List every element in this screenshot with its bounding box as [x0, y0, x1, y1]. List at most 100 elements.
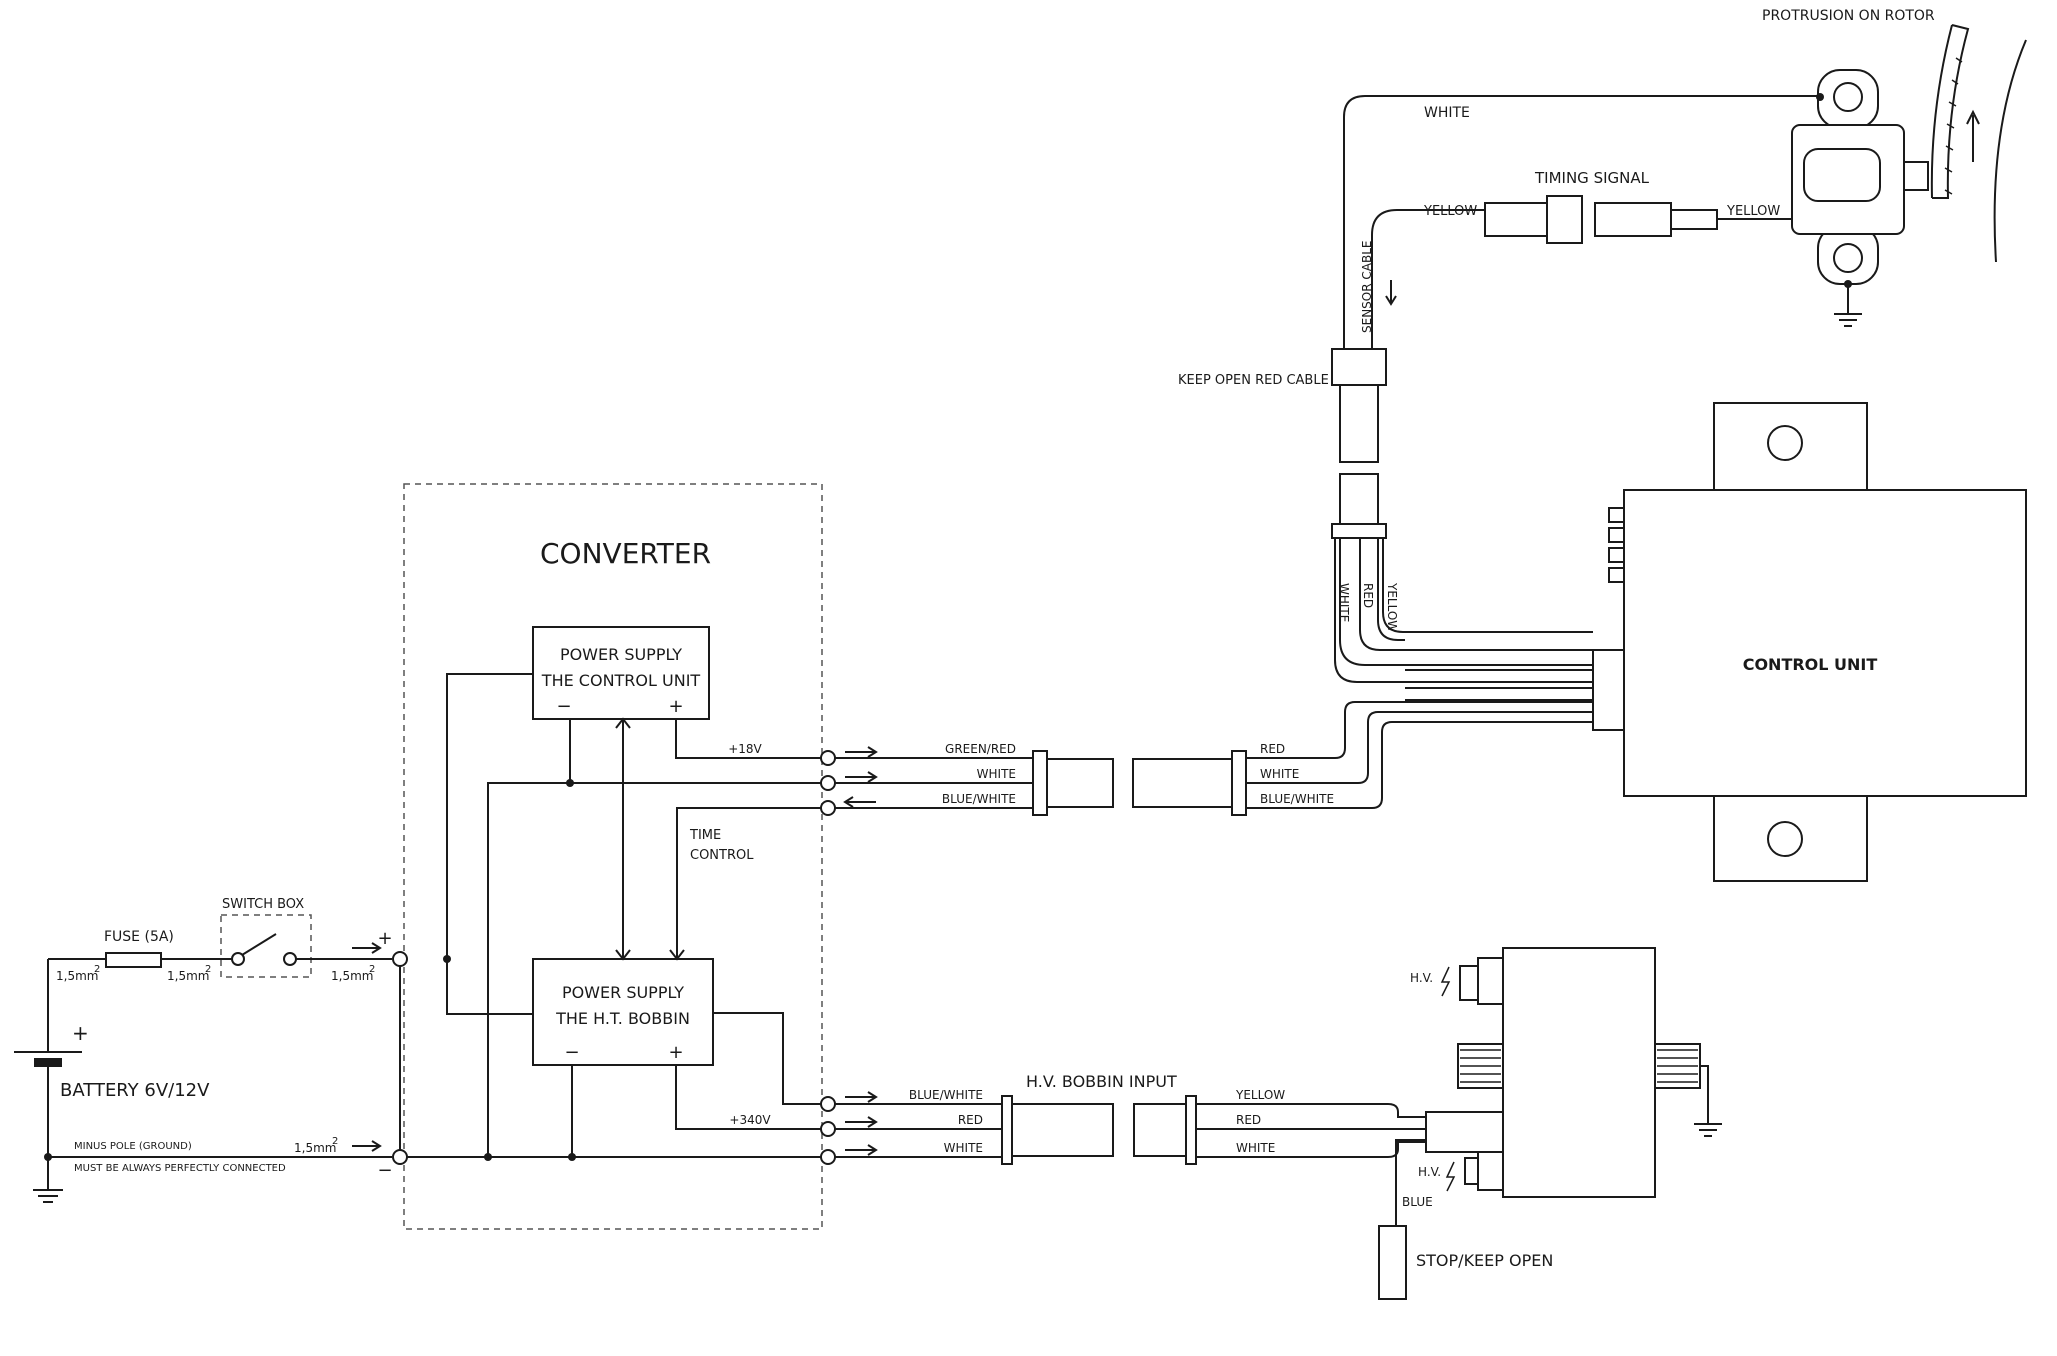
terminal-bobbin-blue-white[interactable]	[820, 1096, 836, 1112]
input-plus-arrow	[352, 942, 382, 954]
psu-link-arrows	[615, 717, 631, 961]
cu-cable-sheath	[1405, 649, 1593, 701]
bundle-label-white: WHITE	[1337, 583, 1351, 622]
coil-ground-symbol	[1694, 1123, 1722, 1137]
rotor-outer-arc	[1993, 39, 2027, 263]
terminal-blue-white[interactable]	[820, 800, 836, 816]
hv-output-bottom-base	[1477, 1151, 1504, 1191]
timing-signal-label: TIMING SIGNAL	[1534, 169, 1650, 187]
sensor-white-label: WHITE	[1424, 105, 1470, 121]
bobbin-connector-female-flange	[1185, 1095, 1197, 1165]
battery-label: BATTERY 6V/12V	[60, 1080, 210, 1101]
terminal-bobbin-red[interactable]	[820, 1121, 836, 1137]
mount-hole-bottom	[1767, 821, 1803, 857]
cu-cable-grommet	[1592, 649, 1625, 731]
connector-male-flange	[1032, 750, 1048, 816]
bobbin-label-red: RED	[958, 1113, 983, 1127]
hv-output-bottom-cap	[1464, 1157, 1479, 1185]
battery-ground-symbol	[33, 1189, 63, 1203]
hv-coil: H.V. H.V. BLUE STOP/KEEP OPEN	[1378, 947, 1722, 1300]
connector-female[interactable]	[1132, 758, 1233, 808]
bundle-wire-red	[1359, 538, 1593, 651]
arrow-out	[845, 1116, 878, 1128]
timing-plug-right-tail	[1670, 209, 1718, 230]
control-output: GREEN/RED WHITE BLUE/WHITE RED WHITE BLU…	[820, 701, 1593, 816]
converter-block: CONVERTER POWER SUPPLY THE CONTROL UNIT …	[399, 483, 827, 1230]
coil-wire-white	[1196, 1141, 1426, 1158]
hv-coil-body	[1502, 947, 1656, 1198]
wire-label-white: WHITE	[977, 767, 1016, 781]
cu-wire-blue-white	[1246, 721, 1593, 809]
bobbin-label-blue-white: BLUE/WHITE	[909, 1088, 983, 1102]
mount-hole-top	[1767, 425, 1803, 461]
cu-side-pin	[1608, 527, 1625, 543]
plus18-wire	[675, 719, 827, 759]
hv-bottom-label: H.V.	[1418, 1165, 1441, 1179]
ground-note-line1: MINUS POLE (GROUND)	[74, 1141, 192, 1152]
arrow-out	[845, 771, 878, 783]
psu-feed-wire	[446, 673, 533, 1015]
hv-output-top-base	[1477, 957, 1504, 1005]
time-control-line1: TIME	[689, 828, 721, 843]
converter-title: CONVERTER	[540, 537, 711, 570]
sensor-cable-junction	[1816, 93, 1824, 101]
bobbin-connector-male-flange	[1001, 1095, 1013, 1165]
plus340-wire	[675, 1065, 827, 1130]
sensor-cable-arrow	[1385, 280, 1397, 306]
bundle-wire-white	[1339, 538, 1593, 666]
plus18-label: +18V	[728, 742, 762, 756]
coil-input-socket[interactable]	[1425, 1111, 1504, 1153]
timing-plug-left-collar[interactable]	[1546, 195, 1583, 244]
coil-wire-blue	[1395, 1139, 1426, 1226]
cu-wire-white	[1246, 711, 1593, 784]
sensor-window	[1803, 148, 1881, 202]
cu-wire-red	[1246, 701, 1593, 759]
timing-plug-left	[1484, 202, 1548, 237]
input-minus-arrow	[352, 1140, 382, 1152]
psu-control-plus: +	[668, 696, 683, 717]
fuse-label: FUSE (5A)	[104, 929, 174, 945]
junction-dot	[443, 955, 451, 963]
terminal-white[interactable]	[820, 775, 836, 791]
yellow-left-label: YELLOW	[1423, 204, 1477, 219]
coil-wire-yellow	[1196, 1103, 1426, 1118]
sensor-assembly: WHITE SENSOR CABLE YELLOW TIMING SIGNAL …	[1343, 8, 2027, 349]
cu-side-pin	[1608, 507, 1625, 523]
lightning-icon	[1445, 1161, 1456, 1192]
timing-plug-right[interactable]	[1594, 202, 1672, 237]
input-plus-terminal[interactable]	[392, 951, 408, 967]
wire-label-green-red: GREEN/RED	[945, 742, 1016, 756]
terminal-bobbin-white[interactable]	[820, 1149, 836, 1165]
bobbin-connector-male[interactable]	[1011, 1103, 1114, 1157]
bracket-ribs	[1460, 1049, 1501, 1083]
lightning-icon	[1440, 966, 1451, 997]
bundle-label-red: RED	[1361, 583, 1375, 608]
bundle-connector-body[interactable]	[1339, 473, 1379, 525]
wire-size-d: 1,5mm	[294, 1141, 336, 1155]
bundle-wire-yellow	[1377, 538, 1405, 641]
keep-open-red-label: KEEP OPEN RED CABLE	[1178, 373, 1329, 388]
hv-top-label: H.V.	[1410, 971, 1433, 985]
bobbin-connector-female[interactable]	[1133, 1103, 1187, 1157]
ground-note-line2: MUST BE ALWAYS PERFECTLY CONNECTED	[74, 1163, 286, 1174]
input-minus-terminal[interactable]	[392, 1149, 408, 1165]
terminal-green-red[interactable]	[820, 750, 836, 766]
rotor-hatching	[1944, 57, 1963, 195]
coil-label-red: RED	[1236, 1113, 1261, 1127]
battery-cell	[34, 1058, 62, 1067]
psu-control-line2: THE CONTROL UNIT	[541, 671, 701, 690]
control-output-wires	[835, 757, 1033, 809]
protrusion-label: PROTRUSION ON ROTOR	[1762, 8, 1935, 24]
junction-dot	[566, 779, 574, 787]
wire-size-a-sup: 2	[94, 964, 100, 975]
bundle-outer-left	[1334, 538, 1593, 683]
psu-control-minus: −	[556, 696, 571, 717]
bracket-ribs	[1657, 1049, 1698, 1083]
psu-bobbin-line1: POWER SUPPLY	[562, 983, 684, 1002]
stop-keep-open-plug[interactable]	[1378, 1225, 1407, 1300]
switch-box-boundary	[220, 914, 312, 978]
rotor-protrusion	[1932, 24, 1970, 199]
connector-male[interactable]	[1046, 758, 1114, 808]
keep-open-red-cable-plug[interactable]	[1339, 384, 1379, 463]
